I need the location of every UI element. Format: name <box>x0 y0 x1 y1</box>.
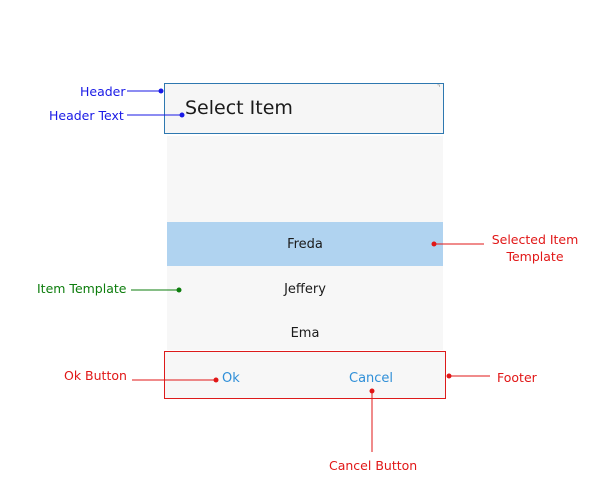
selected-item-callout-dot <box>431 241 437 247</box>
resize-grip-icon: ⌝ <box>437 84 441 92</box>
item-template-callout-dot <box>176 287 182 293</box>
ok-button[interactable]: Ok <box>222 371 240 386</box>
ok-button-callout-dot <box>213 377 219 383</box>
header-callout-dot <box>158 88 164 94</box>
header-callout-label: Header <box>80 84 126 99</box>
footer-callout-dot <box>446 373 452 379</box>
selected-item-template-callout-label: Selected Item Template <box>488 232 582 264</box>
list-item-label: Jeffery <box>284 281 326 297</box>
list-item-selected[interactable]: Freda <box>167 222 443 266</box>
picker-header <box>164 83 444 134</box>
cancel-button[interactable]: Cancel <box>349 371 394 386</box>
cancel-button-callout-label: Cancel Button <box>329 458 418 473</box>
list-item-label: Ema <box>290 325 320 341</box>
header-text-callout-dot <box>179 112 185 118</box>
picker-footer <box>164 351 446 399</box>
header-text: Select Item <box>185 97 293 119</box>
header-text-callout-label: Header Text <box>49 108 124 123</box>
selected-item-template-label-line1: Selected Item <box>491 232 579 247</box>
list-item[interactable]: Ema <box>167 311 443 355</box>
footer-callout-label: Footer <box>497 370 537 385</box>
cancel-button-callout-dot <box>369 388 375 394</box>
list-item[interactable]: Jeffery <box>167 267 443 311</box>
item-template-callout-label: Item Template <box>37 281 127 296</box>
ok-button-callout-label: Ok Button <box>64 368 127 383</box>
selected-item-template-label-line2: Template <box>506 249 564 264</box>
list-item-label: Freda <box>287 236 323 252</box>
